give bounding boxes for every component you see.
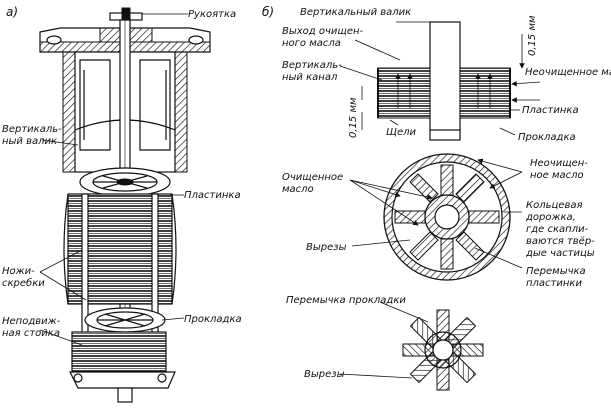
label-scrapers-1: Ножи- [2,266,35,277]
disc-view: Очищенное масло Неочищен- ное масло Коль… [282,153,595,289]
panel-b: б) Вертикальный валик Выход очище [262,5,611,143]
plate-wheel-graphic [79,167,171,197]
label-channel-1: Вертикаль- [282,60,342,71]
label-clean-2: масло [282,184,314,195]
label-ring-3: где скапли- [526,224,589,235]
filter-stack-graphic [63,193,177,375]
label-cutouts-disc: Вырезы [306,242,347,253]
label-plate-a: Пластинка [184,190,241,201]
label-gasket-a: Прокладка [184,314,242,325]
label-channel-2: ный канал [282,72,338,83]
label-ring-1: Кольцевая [526,200,583,211]
label-shaft-2: ный валик [2,136,57,147]
label-plate-b: Пластинка [522,105,579,116]
disc-spokes [394,164,500,270]
label-shaft-1: Вертикаль- [2,124,62,135]
filter-base [69,371,176,403]
label-dirty-1: Неочищен- [530,158,588,169]
label-dirty-2: ное масло [530,170,584,181]
label-shaft-b: Вертикальный валик [300,7,411,18]
gasket-wheel-graphic [84,307,166,333]
label-bridge-2: пластинки [526,278,582,289]
panel-a: а) [2,5,242,403]
label-outlet-2: ного масла [282,38,341,49]
section-plate-stack [377,67,511,119]
panel-a-letter: а) [6,5,18,19]
label-bridge-1: Перемычка [526,266,586,277]
panel-b-letter: б) [262,5,274,19]
label-fixed-2: ная стойка [2,328,60,339]
label-dim-left: 0,15 мм [348,97,359,138]
label-ring-4: ваются твёр- [526,236,595,247]
label-gasket-b: Прокладка [518,132,576,143]
gasket-view: Перемычка прокладки Вырезы [286,295,484,391]
section-shaft [429,21,461,133]
label-slots: Щели [386,127,416,138]
label-dirty-oil: Неочищенное масло [525,67,611,78]
label-dim-top: 0,15 мм [527,15,538,56]
label-clean-1: Очищенное [282,172,343,183]
label-ring-2: дорожка, [525,212,576,223]
label-outlet-1: Выход очищен- [282,26,364,37]
label-fixed-1: Неподвиж- [2,316,61,327]
label-gasket-bridge: Перемычка прокладки [286,295,406,306]
label-ring-5: дые частицы [525,248,595,259]
label-handle: Рукоятка [188,9,236,20]
label-scrapers-2: скребки [2,277,45,289]
label-cutouts-gasket: Вырезы [304,369,345,380]
